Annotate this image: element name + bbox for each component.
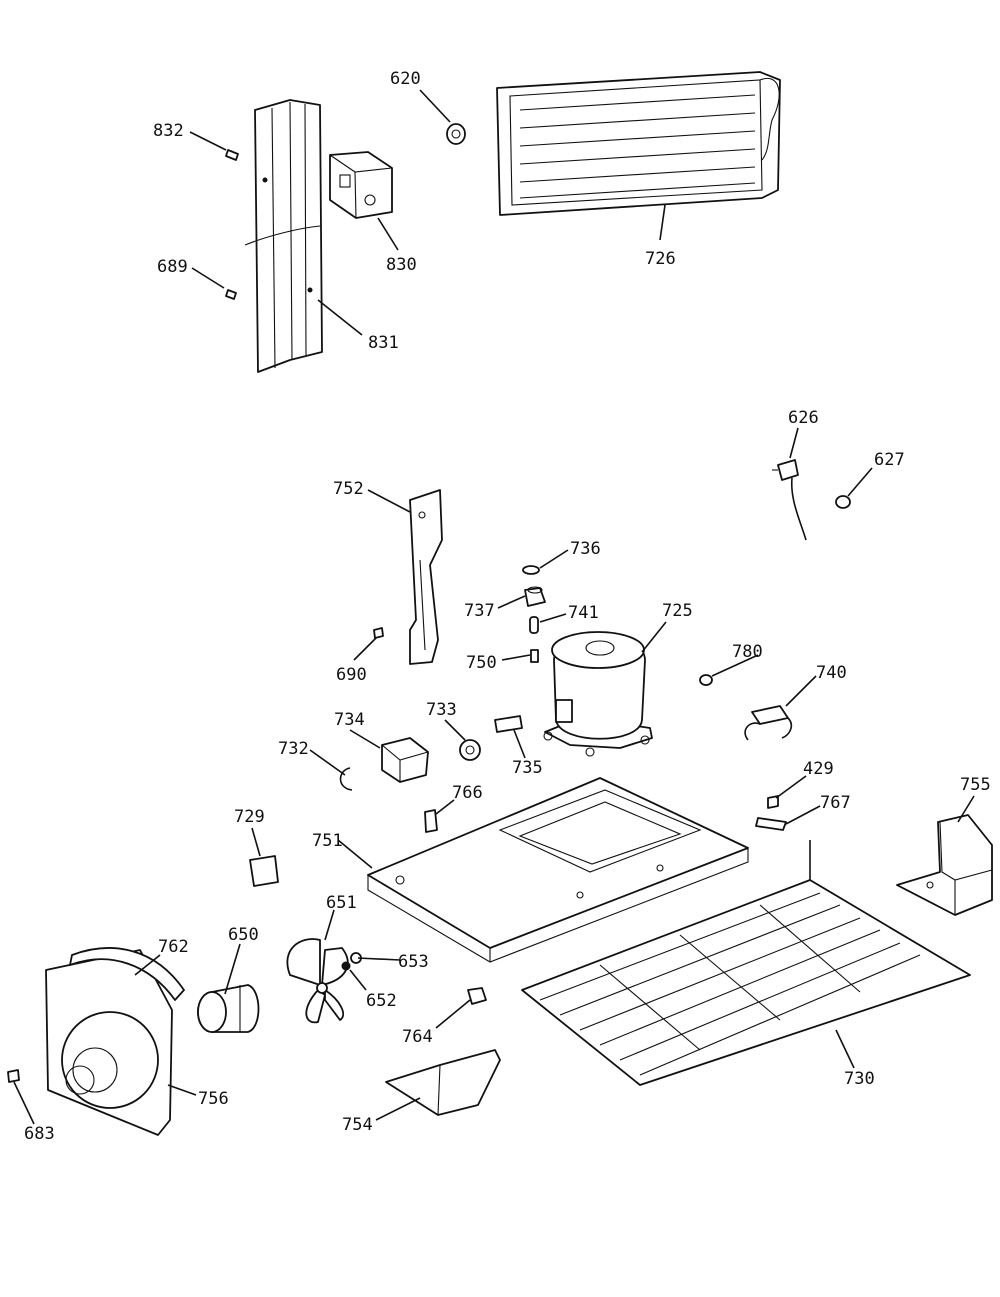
part-732-clip bbox=[339, 767, 353, 791]
label-683: 683 bbox=[24, 1124, 55, 1144]
label-725: 725 bbox=[662, 601, 693, 621]
leader-lines bbox=[13, 89, 975, 1125]
part-690-screw bbox=[373, 627, 384, 639]
part-830-switch bbox=[329, 151, 393, 219]
part-751-base-pan bbox=[367, 777, 749, 963]
label-832: 832 bbox=[153, 121, 184, 141]
part-754-pan bbox=[385, 1049, 501, 1116]
label-736: 736 bbox=[570, 539, 601, 559]
label-726: 726 bbox=[645, 249, 676, 269]
label-751: 751 bbox=[312, 831, 343, 851]
part-767-clip bbox=[755, 817, 787, 831]
part-730-condenser bbox=[521, 840, 971, 1086]
part-752-bracket bbox=[409, 489, 443, 665]
part-831-channel bbox=[244, 99, 323, 373]
label-429: 429 bbox=[803, 759, 834, 779]
label-756: 756 bbox=[198, 1089, 229, 1109]
part-429-screw bbox=[767, 795, 779, 809]
label-767: 767 bbox=[820, 793, 851, 813]
label-732: 732 bbox=[278, 739, 309, 759]
part-756-shroud bbox=[45, 949, 173, 1136]
label-752: 752 bbox=[333, 479, 364, 499]
part-735-terminal bbox=[494, 715, 523, 733]
part-620-grommet bbox=[446, 123, 466, 145]
part-736-washer bbox=[522, 565, 540, 575]
label-733: 733 bbox=[426, 700, 457, 720]
label-831: 831 bbox=[368, 333, 399, 353]
part-755-bracket bbox=[896, 814, 993, 916]
label-754: 754 bbox=[342, 1115, 373, 1135]
label-734: 734 bbox=[334, 710, 365, 730]
label-652: 652 bbox=[366, 991, 397, 1011]
label-651: 651 bbox=[326, 893, 357, 913]
label-653: 653 bbox=[398, 952, 429, 972]
label-626: 626 bbox=[788, 408, 819, 428]
label-741: 741 bbox=[568, 603, 599, 623]
label-735: 735 bbox=[512, 758, 543, 778]
label-729: 729 bbox=[234, 807, 265, 827]
part-651-fan-blade bbox=[286, 938, 349, 1024]
label-750: 750 bbox=[466, 653, 497, 673]
part-740-clip bbox=[744, 705, 793, 741]
part-733-overload bbox=[459, 739, 481, 761]
part-750-screw bbox=[530, 649, 539, 663]
part-726-evaporator bbox=[496, 71, 781, 216]
part-832-screw bbox=[225, 149, 239, 161]
label-689: 689 bbox=[157, 257, 188, 277]
part-652-nut bbox=[341, 961, 351, 971]
part-labels: 832 620 726 830 689 831 626 627 752 736 … bbox=[24, 69, 991, 1144]
label-766: 766 bbox=[452, 783, 483, 803]
part-725-compressor bbox=[543, 631, 653, 757]
part-650-motor bbox=[197, 984, 260, 1033]
label-650: 650 bbox=[228, 925, 259, 945]
label-764: 764 bbox=[402, 1027, 433, 1047]
label-830: 830 bbox=[386, 255, 417, 275]
part-626-cord bbox=[772, 459, 807, 541]
label-737: 737 bbox=[464, 601, 495, 621]
part-780-clip bbox=[699, 674, 713, 686]
label-762: 762 bbox=[158, 937, 189, 957]
part-683-screw bbox=[7, 1069, 20, 1083]
part-737-grommet bbox=[524, 586, 546, 607]
part-734-relay bbox=[381, 737, 429, 783]
part-762-gasket bbox=[69, 947, 185, 1001]
part-729-capacitor bbox=[249, 855, 279, 887]
label-740: 740 bbox=[816, 663, 847, 683]
label-627: 627 bbox=[874, 450, 905, 470]
label-730: 730 bbox=[844, 1069, 875, 1089]
label-755: 755 bbox=[960, 775, 991, 795]
part-766-clip bbox=[424, 809, 438, 833]
label-620: 620 bbox=[390, 69, 421, 89]
part-627-grommet bbox=[835, 495, 851, 509]
label-780: 780 bbox=[732, 642, 763, 662]
part-741-sleeve bbox=[529, 616, 539, 634]
label-690: 690 bbox=[336, 665, 367, 685]
part-764-clip bbox=[467, 987, 487, 1005]
part-689-screw bbox=[225, 289, 237, 300]
